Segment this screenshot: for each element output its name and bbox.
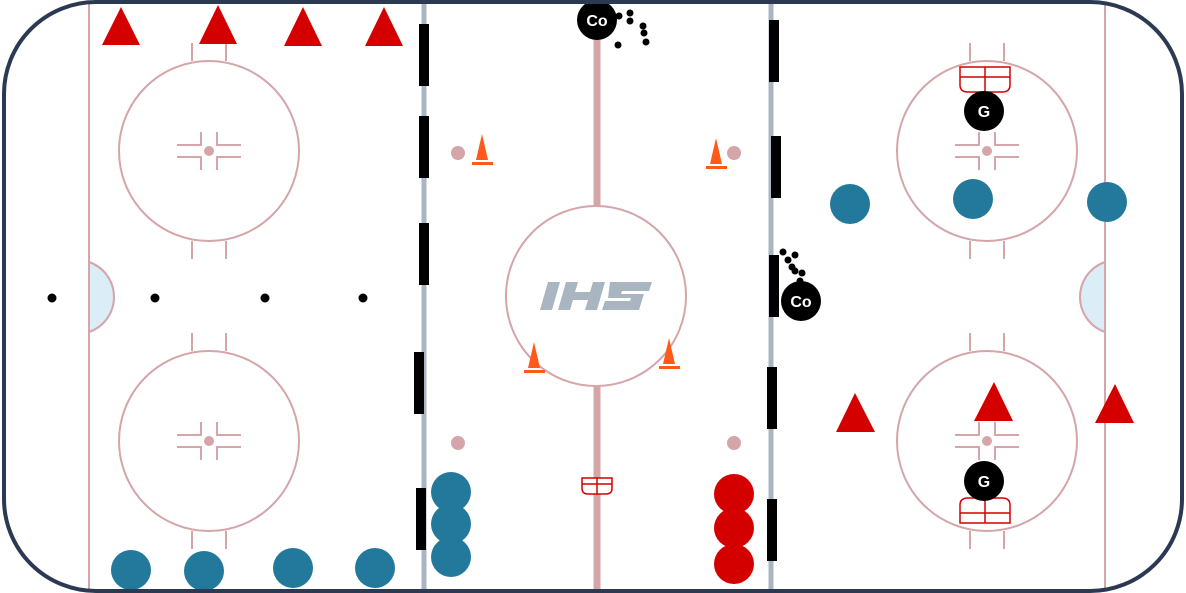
neutral-dot-right-bottom [727,436,741,450]
blue-team-players [111,179,1127,591]
rink-markings [47,2,1134,591]
red-team-triangles [102,5,1134,432]
barriers-left [414,24,429,550]
neutral-dot-right-top [727,146,741,160]
cone-icon [524,342,545,373]
goalie-marker-top: G [964,91,1004,131]
net-center-small [581,477,613,495]
cone-icon [472,134,493,165]
neutral-dot-left-top [451,146,465,160]
faceoff-circle-left-bottom [118,333,300,549]
neutral-dot-left-bottom [451,436,465,450]
goalie-marker-bottom: G [964,461,1004,501]
coach-marker-top: Co [577,0,617,40]
cone-icon [706,138,727,169]
coach-label: Co [586,13,608,30]
cone-icon [659,338,680,369]
goalie-label: G [978,104,990,121]
net-right-bottom [959,497,1011,524]
goal-crease-right [1079,260,1106,334]
faceoff-circle-right-bottom [896,333,1078,549]
coach-marker-right: Co [781,281,821,321]
center-ice-logo [540,282,652,310]
coach-label: Co [790,294,812,311]
net-right-top [959,66,1011,93]
faceoff-circle-left-top [118,43,300,259]
red-team-players [714,474,754,584]
puck-pile-top [614,9,650,49]
barriers-right [767,20,781,561]
goalie-label: G [978,474,990,491]
puck-row-left [47,293,368,303]
goal-crease-left [88,260,115,334]
faceoff-circle-right-top [896,43,1078,259]
